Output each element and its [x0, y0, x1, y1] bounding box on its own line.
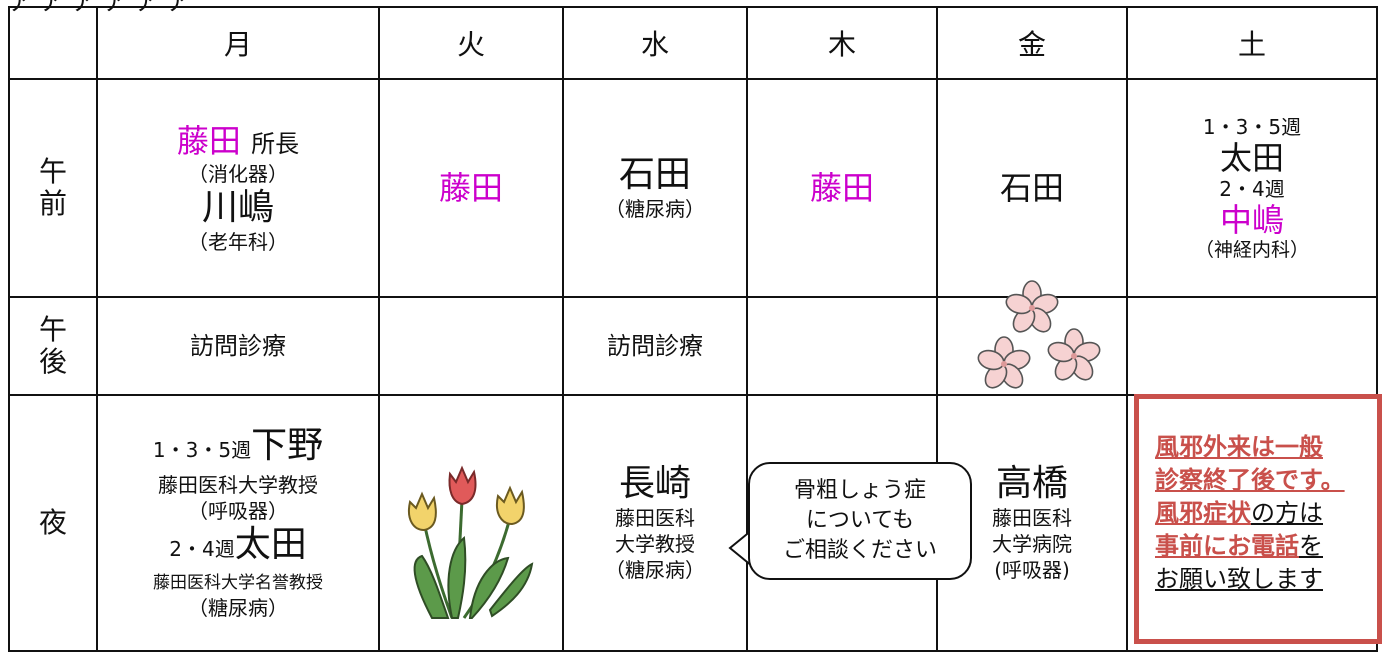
am-wednesday: 石田 （糖尿病） [562, 78, 748, 298]
corner-cell [8, 6, 98, 80]
doctor-name: 太田 [1219, 139, 1284, 177]
specialty: （糖尿病） [605, 197, 705, 221]
speech-bubble: 骨粗しょう症 についても ご相談ください [748, 462, 972, 580]
afternoon-row: 午 後 訪問診療 訪問診療 [8, 296, 1378, 396]
header-row: 月 火 水 木 金 土 [8, 6, 1378, 80]
affiliation: 大学教授 [615, 532, 695, 556]
bubble-line: 骨粗しょう症 [793, 478, 926, 503]
notice-text: の方は [1251, 499, 1323, 527]
notice-emphasis: 風邪症状 [1155, 499, 1251, 527]
day-monday: 月 [96, 6, 380, 80]
notice-box: 風邪外来は一般 診察終了後です。 風邪症状の方は 事前にお電話を お願い致します [1134, 394, 1382, 644]
bubble-tail-icon [728, 529, 752, 567]
specialty: （消化器） [188, 162, 288, 186]
pm-wednesday: 訪問診療 [562, 296, 748, 396]
am-saturday: 1・3・5週 太田 2・4週 中嶋 （神経内科） [1126, 78, 1378, 298]
specialty: (呼吸器) [994, 558, 1070, 582]
affiliation: 藤田医科大学名誉教授 [153, 573, 323, 593]
week-label: 1・3・5週 [1202, 115, 1302, 139]
doctor-name: 川嶋 [201, 187, 274, 228]
notice-text: を [1299, 532, 1323, 560]
doctor-name: 藤田 [176, 122, 241, 160]
specialty: （糖尿病） [605, 558, 705, 582]
day-tuesday: 火 [378, 6, 564, 80]
pm-monday: 訪問診療 [96, 296, 380, 396]
am-friday: 石田 [936, 78, 1128, 298]
am-tuesday: 藤田 [378, 78, 564, 298]
period-afternoon: 午 後 [8, 296, 98, 396]
period-night: 夜 [8, 394, 98, 652]
doctor-title: 所長 [251, 130, 300, 158]
doctor-name: 長崎 [618, 463, 691, 504]
specialty: （神経内科） [1194, 239, 1309, 261]
notice-line: 風邪外来は一般 [1155, 433, 1323, 461]
day-wednesday: 水 [562, 6, 748, 80]
doctor-name: 中嶋 [1219, 201, 1284, 239]
notice-line: 診察終了後です。 [1155, 466, 1345, 494]
affiliation: 大学病院 [992, 532, 1072, 556]
pm-tuesday [378, 296, 564, 396]
doctor-name: 高橋 [995, 463, 1068, 504]
doctor-name: 下野 [251, 425, 324, 466]
bubble-line: についても [805, 508, 915, 533]
morning-row: 午 前 藤田 所長 （消化器） 川嶋 （老年科） 藤田 石田 （糖尿病） 藤田 … [8, 78, 1378, 298]
day-saturday: 土 [1126, 6, 1378, 80]
doctor-name: 太田 [234, 524, 307, 565]
period-morning: 午 前 [8, 78, 98, 298]
day-friday: 金 [936, 6, 1128, 80]
specialty: （呼吸器） [188, 499, 288, 523]
am-monday: 藤田 所長 （消化器） 川嶋 （老年科） [96, 78, 380, 298]
sakura-icon [977, 280, 1101, 389]
week-label: 2・4週 [169, 537, 235, 561]
tulip-icon [408, 465, 534, 619]
affiliation: 藤田医科 [992, 506, 1072, 530]
bubble-line: ご相談ください [782, 538, 937, 563]
week-label: 1・3・5週 [152, 438, 252, 462]
week-label: 2・4週 [1219, 177, 1285, 201]
night-wednesday: 長崎 藤田医科 大学教授 （糖尿病） [562, 394, 748, 652]
doctor-name: 石田 [618, 154, 691, 195]
night-monday: 1・3・5週下野 藤田医科大学教授 （呼吸器） 2・4週太田 藤田医科大学名誉教… [96, 394, 380, 652]
specialty: （老年科） [188, 230, 288, 254]
am-thursday: 藤田 [746, 78, 938, 298]
notice-emphasis: 事前にお電話 [1155, 532, 1299, 560]
day-thursday: 木 [746, 6, 938, 80]
affiliation: 藤田医科大学教授 [158, 473, 318, 497]
notice-line: お願い致します [1155, 565, 1323, 593]
pm-thursday [746, 296, 938, 396]
pm-saturday [1126, 296, 1378, 396]
specialty: （糖尿病） [188, 596, 288, 620]
affiliation: 藤田医科 [615, 506, 695, 530]
